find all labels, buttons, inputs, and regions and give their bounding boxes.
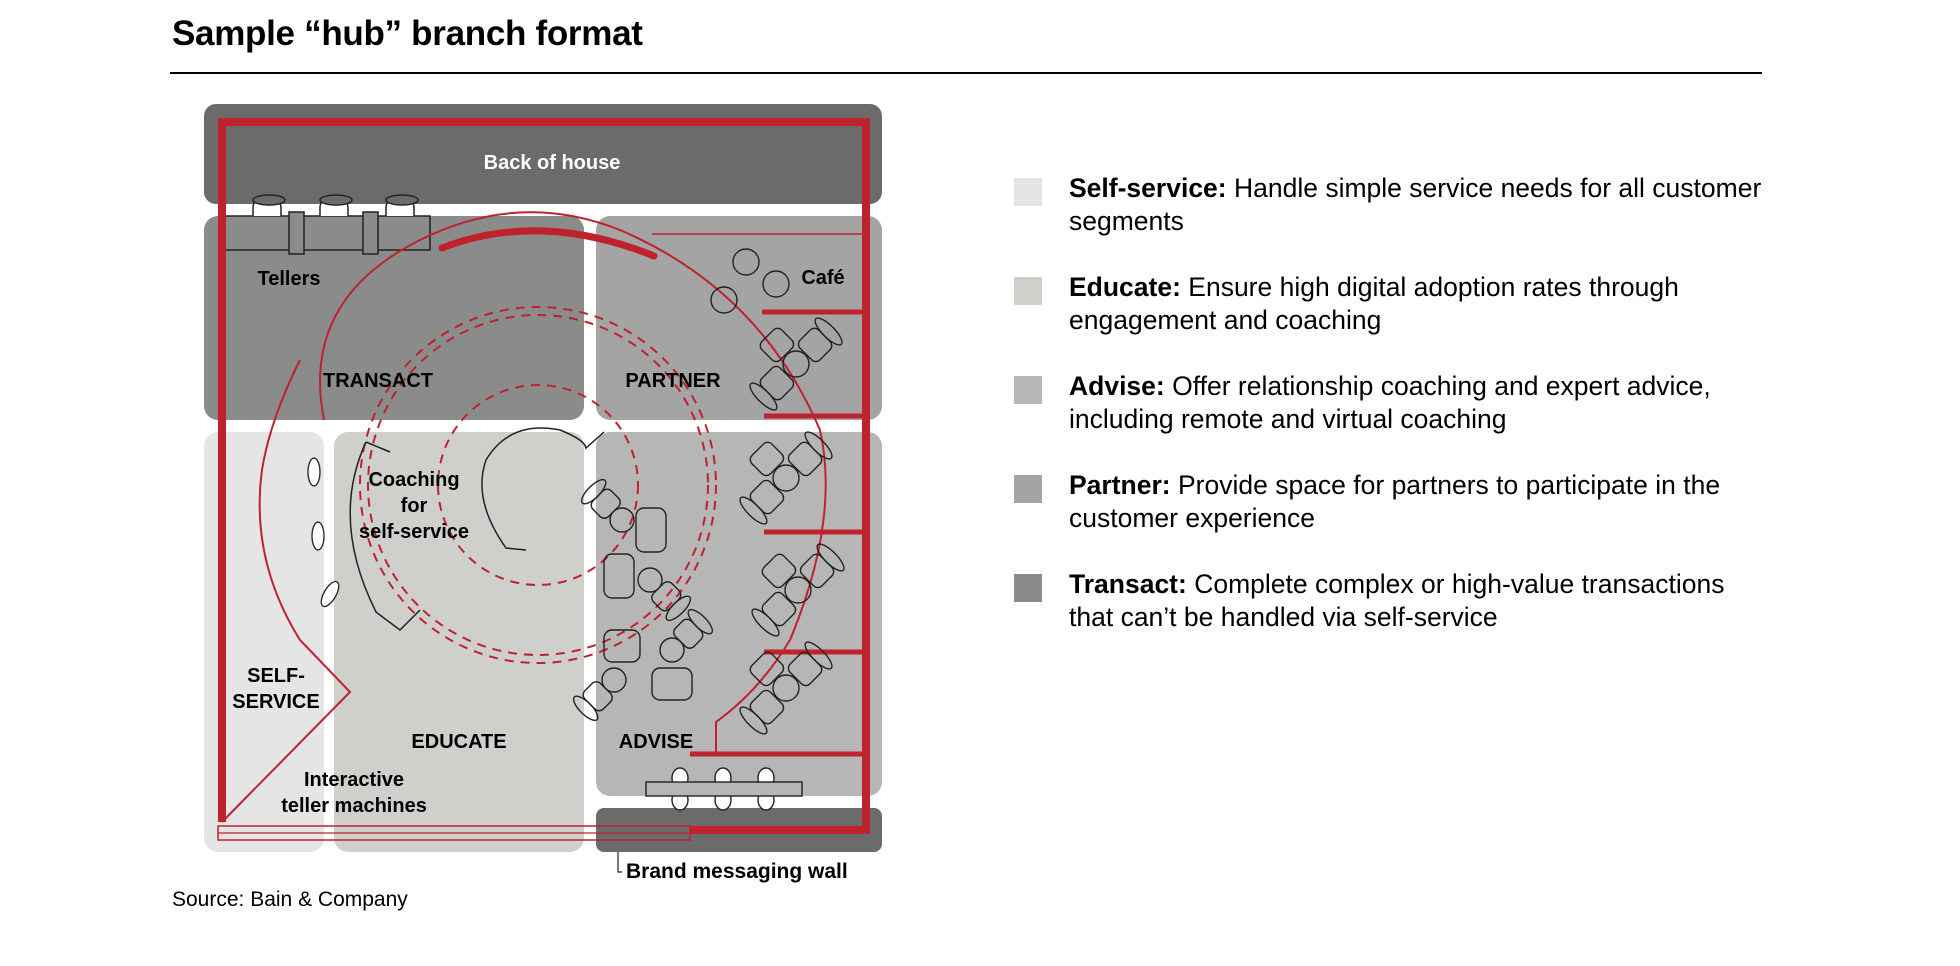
coaching-desk [349,427,605,631]
outer-wall [218,118,870,834]
label-coaching-2: for [401,495,428,517]
legend-swatch [1014,574,1042,602]
legend-swatch [1014,376,1042,404]
label-educate: EDUCATE [411,731,506,753]
legend-item-partner: Partner: Provide space for partners to p… [1012,469,1772,535]
page-title: Sample “hub” branch format [172,14,643,53]
label-itm-2: teller machines [281,795,427,817]
zone-back-of-house [204,104,882,204]
legend-item-advise: Advise: Offer relationship coaching and … [1012,370,1772,436]
seating-clusters [572,317,845,735]
legend-swatch [1014,178,1042,206]
zone-transact [204,216,584,420]
label-back-of-house: Back of house [484,152,621,174]
booth-partitions [690,309,866,757]
legend-swatch [1014,277,1042,305]
label-self-service-2: SERVICE [232,691,319,713]
label-partner: PARTNER [625,370,721,392]
label-tellers: Tellers [258,268,321,290]
legend-item-self-service: Self-service: Handle simple service need… [1012,172,1772,238]
source-note: Source: Bain & Company [172,888,408,911]
label-itm-1: Interactive [304,769,404,791]
label-cafe: Café [801,267,844,289]
label-transact: TRANSACT [323,370,433,392]
coaching-rings [359,306,717,664]
zone-legend: Self-service: Handle simple service need… [1012,172,1772,667]
label-brand-wall: Brand messaging wall [626,860,848,883]
zone-partner [596,216,882,420]
label-advise: ADVISE [619,731,693,753]
legend-swatch [1014,475,1042,503]
teller-counter [219,194,431,255]
cafe-tables [710,248,790,314]
legend-item-educate: Educate: Ensure high digital adoption ra… [1012,271,1772,337]
teller-arc [438,227,658,260]
label-self-service-1: SELF- [247,665,305,687]
brand-wall-bench [645,767,803,811]
zone-self-service [204,432,324,852]
title-divider [170,72,1762,74]
legend-item-transact: Transact: Complete complex or high-value… [1012,568,1772,634]
zone-educate [334,432,584,852]
label-coaching-3: self-service [359,521,469,543]
label-coaching-1: Coaching [368,469,459,491]
zone-advise [596,432,882,796]
coaching-stools [307,457,340,608]
